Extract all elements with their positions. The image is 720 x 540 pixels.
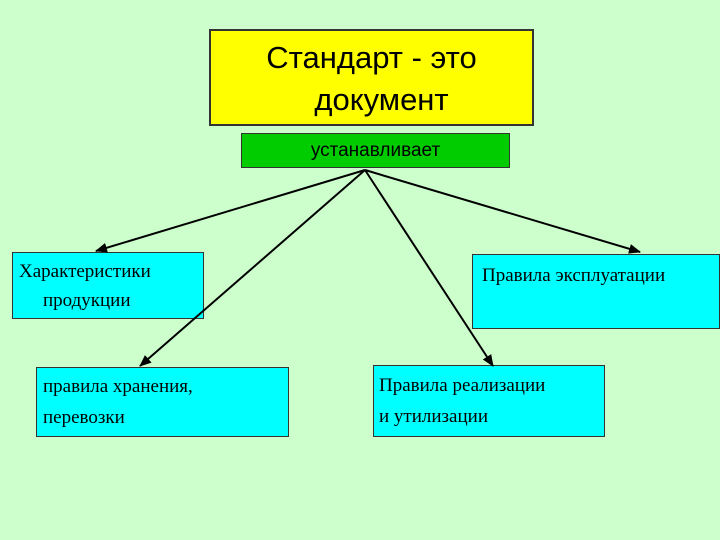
node-realization-line-2: и утилизации xyxy=(379,406,488,427)
node-storage: правила хранения, перевозки xyxy=(36,367,289,437)
title-box: Стандарт - это документ xyxy=(209,29,534,126)
node-characteristics: Характеристики продукции xyxy=(12,252,204,319)
node-characteristics-line-2: продукции xyxy=(43,290,131,311)
arrow-to-realization xyxy=(364,169,494,367)
title-line-1: Стандарт - это xyxy=(266,40,477,75)
node-exploitation: Правила эксплуатации xyxy=(472,254,720,329)
arrow-to-characteristics xyxy=(95,169,366,253)
node-storage-line-2: перевозки xyxy=(43,407,125,428)
verb-box: устанавливает xyxy=(241,133,510,168)
node-characteristics-line-1: Характеристики xyxy=(19,261,151,282)
node-realization-line-1: Правила реализации xyxy=(379,375,546,396)
node-storage-line-1: правила хранения, xyxy=(43,376,193,397)
arrow-to-storage xyxy=(139,169,366,367)
node-exploitation-line-1: Правила эксплуатации xyxy=(482,265,666,286)
title-line-2: документ xyxy=(314,82,449,117)
arrow-to-exploitation xyxy=(364,169,641,254)
